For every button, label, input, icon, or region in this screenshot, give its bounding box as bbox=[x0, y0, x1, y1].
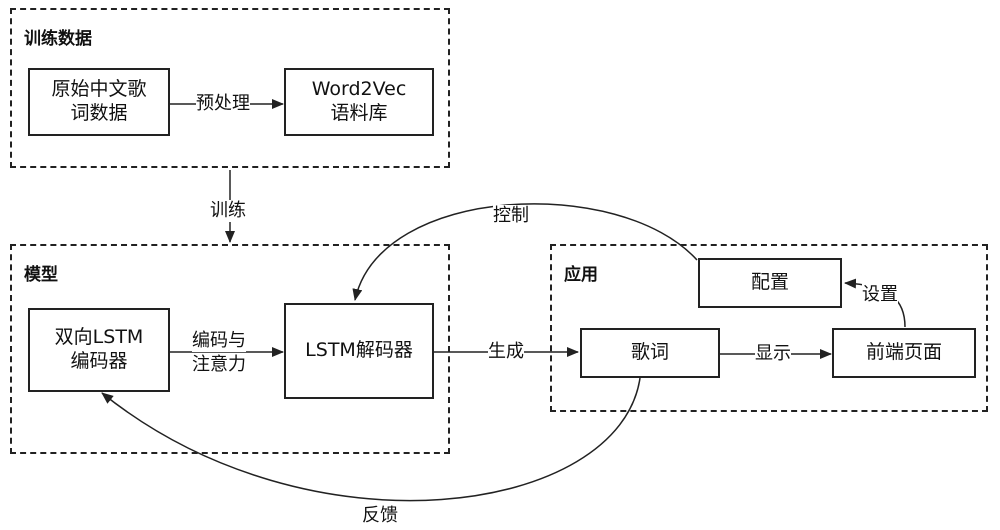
node-label: 编码器 bbox=[70, 350, 128, 372]
group-application: 应用 bbox=[550, 244, 988, 412]
edge-feedback bbox=[101, 377, 641, 502]
group-model: 模型 bbox=[10, 244, 450, 454]
edge-label-encode-attention-2: 注意力 bbox=[192, 354, 246, 376]
node-frontend-page: 前端页面 bbox=[832, 328, 976, 378]
node-label: 双向LSTM bbox=[54, 326, 144, 349]
edge-label-feedback: 反馈 bbox=[362, 505, 398, 527]
node-lyrics: 歌词 bbox=[580, 328, 720, 378]
node-label: Word2Vec bbox=[311, 78, 407, 101]
group-training-data: 训练数据 bbox=[10, 8, 450, 168]
node-label: 歌词 bbox=[630, 341, 669, 364]
node-label: 原始中文歌 bbox=[51, 78, 147, 101]
group-title: 模型 bbox=[24, 265, 58, 285]
edge-label-display: 显示 bbox=[755, 343, 791, 365]
node-word2vec-corpus: Word2Vec 语料库 bbox=[284, 68, 434, 136]
node-label: 前端页面 bbox=[865, 341, 942, 364]
node-bilstm-encoder: 双向LSTM 编码器 bbox=[28, 308, 170, 392]
node-raw-lyrics-data: 原始中文歌 词数据 bbox=[28, 68, 170, 136]
node-label: 配置 bbox=[750, 271, 789, 294]
node-label: 词数据 bbox=[70, 102, 128, 124]
edge-label-encode-attention-1: 编码与 bbox=[192, 330, 246, 352]
node-lstm-decoder: LSTM解码器 bbox=[284, 303, 434, 399]
node-label: LSTM解码器 bbox=[305, 339, 413, 362]
edge-label-generate: 生成 bbox=[488, 341, 524, 363]
group-title: 应用 bbox=[564, 265, 598, 285]
edge-label-control: 控制 bbox=[493, 205, 529, 227]
node-label: 语料库 bbox=[330, 102, 388, 124]
edge-label-train: 训练 bbox=[210, 200, 246, 222]
edge-label-settings: 设置 bbox=[862, 284, 898, 306]
node-config: 配置 bbox=[698, 258, 842, 308]
edge-label-preprocess: 预处理 bbox=[196, 93, 250, 115]
group-title: 训练数据 bbox=[24, 29, 92, 49]
